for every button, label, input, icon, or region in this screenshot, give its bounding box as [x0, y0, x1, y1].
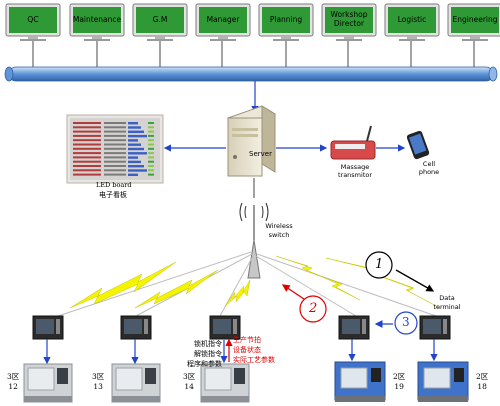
zone-label: 3区 — [92, 372, 105, 381]
marker-2-arrow — [281, 284, 305, 300]
monitor-icon — [195, 3, 251, 41]
terminal-machine-links — [43, 339, 438, 365]
machine-label-14: 3区 14 — [183, 372, 195, 392]
wireless-switch-icon — [247, 205, 261, 279]
terminal-row — [32, 315, 451, 340]
machine-number: 18 — [477, 382, 487, 391]
zone-label: 3区 — [183, 372, 196, 381]
monitor-icon — [321, 3, 377, 41]
instruction-unlock: 解锁指令 — [194, 350, 222, 358]
signal-waves-icon — [239, 202, 269, 222]
data-terminal-icon — [338, 315, 370, 340]
machine-number: 19 — [394, 382, 404, 391]
led-board-label-cn: 电子看板 — [99, 191, 127, 199]
data-terminal-icon — [419, 315, 451, 340]
zone-label: 3区 — [7, 372, 20, 381]
zone-label: 2区 — [393, 372, 406, 381]
feedback-status: 设备状态 — [233, 346, 261, 354]
monitor-label: Logistic — [397, 15, 427, 24]
wireless-lightning — [69, 255, 441, 309]
server-label: Server — [249, 150, 272, 158]
marker-1-label: 1 — [375, 257, 384, 272]
cnc-machine-icon — [334, 361, 386, 402]
cnc-machine-icon — [200, 363, 250, 403]
data-terminal-icon — [120, 315, 152, 340]
machine-row — [23, 361, 469, 403]
monitor-row — [5, 3, 500, 41]
phone-icon — [406, 130, 430, 160]
data-terminal-icon — [209, 315, 241, 340]
monitor-connectors — [32, 40, 475, 68]
zone-label: 2区 — [476, 372, 489, 381]
monitor-label: Workshop Director — [330, 10, 368, 28]
monitor-label: Engineering — [452, 15, 498, 24]
machine-label-19: 2区 19 — [393, 372, 405, 392]
data-terminal-label: Data terminal — [433, 294, 461, 311]
machine-label-12: 3区 12 — [7, 372, 19, 392]
network-bus — [4, 66, 498, 82]
monitor-icon — [447, 3, 500, 41]
monitor-label: Manager — [206, 15, 240, 24]
instructions-black: 锁机指令 解锁指令 程序和参数 — [182, 339, 222, 369]
feedback-params: 实际工艺参数 — [233, 356, 275, 364]
led-board-label: LED board — [96, 181, 132, 189]
marker-2-label: 2 — [309, 301, 318, 316]
monitor-icon — [384, 3, 440, 41]
cell-phone-label: Cell phone — [418, 160, 440, 176]
machine-number: 14 — [184, 382, 194, 391]
transmitter-label: Massage transmitor — [337, 163, 373, 179]
monitor-icon — [5, 3, 61, 41]
wireless-links — [57, 251, 437, 317]
cnc-machine-icon — [111, 363, 161, 403]
data-terminal-icon — [32, 315, 64, 340]
machine-label-13: 3区 13 — [92, 372, 104, 392]
cnc-machine-icon — [23, 363, 73, 403]
machine-number: 13 — [93, 382, 103, 391]
wireless-switch-label: Wireless switch — [265, 222, 293, 239]
instruction-program: 程序和参数 — [187, 360, 222, 368]
monitor-label: QC — [27, 15, 39, 24]
feedback-takt: 生产节拍 — [233, 336, 261, 344]
led-board-image — [66, 114, 164, 184]
monitor-icon — [132, 3, 188, 41]
marker-1-circle — [365, 251, 393, 279]
monitor-icon — [69, 3, 125, 41]
marker-3-circle — [394, 311, 418, 335]
marker-3-label: 3 — [402, 315, 410, 329]
marker-1-arrow — [395, 269, 435, 292]
instruction-lock: 锁机指令 — [194, 340, 222, 348]
marker-2-circle — [299, 295, 327, 323]
monitor-label: Planning — [269, 15, 303, 24]
monitor-label: G.M — [152, 15, 168, 24]
monitor-icon — [258, 3, 314, 41]
cnc-machine-icon — [417, 361, 469, 402]
instructions-red: 生产节拍 设备状态 实际工艺参数 — [233, 335, 275, 365]
machine-label-18: 2区 18 — [476, 372, 488, 392]
transmitter-icon — [330, 125, 376, 160]
monitor-label: Maintenance — [72, 15, 122, 24]
server-icon — [226, 105, 277, 177]
machine-number: 12 — [8, 382, 18, 391]
